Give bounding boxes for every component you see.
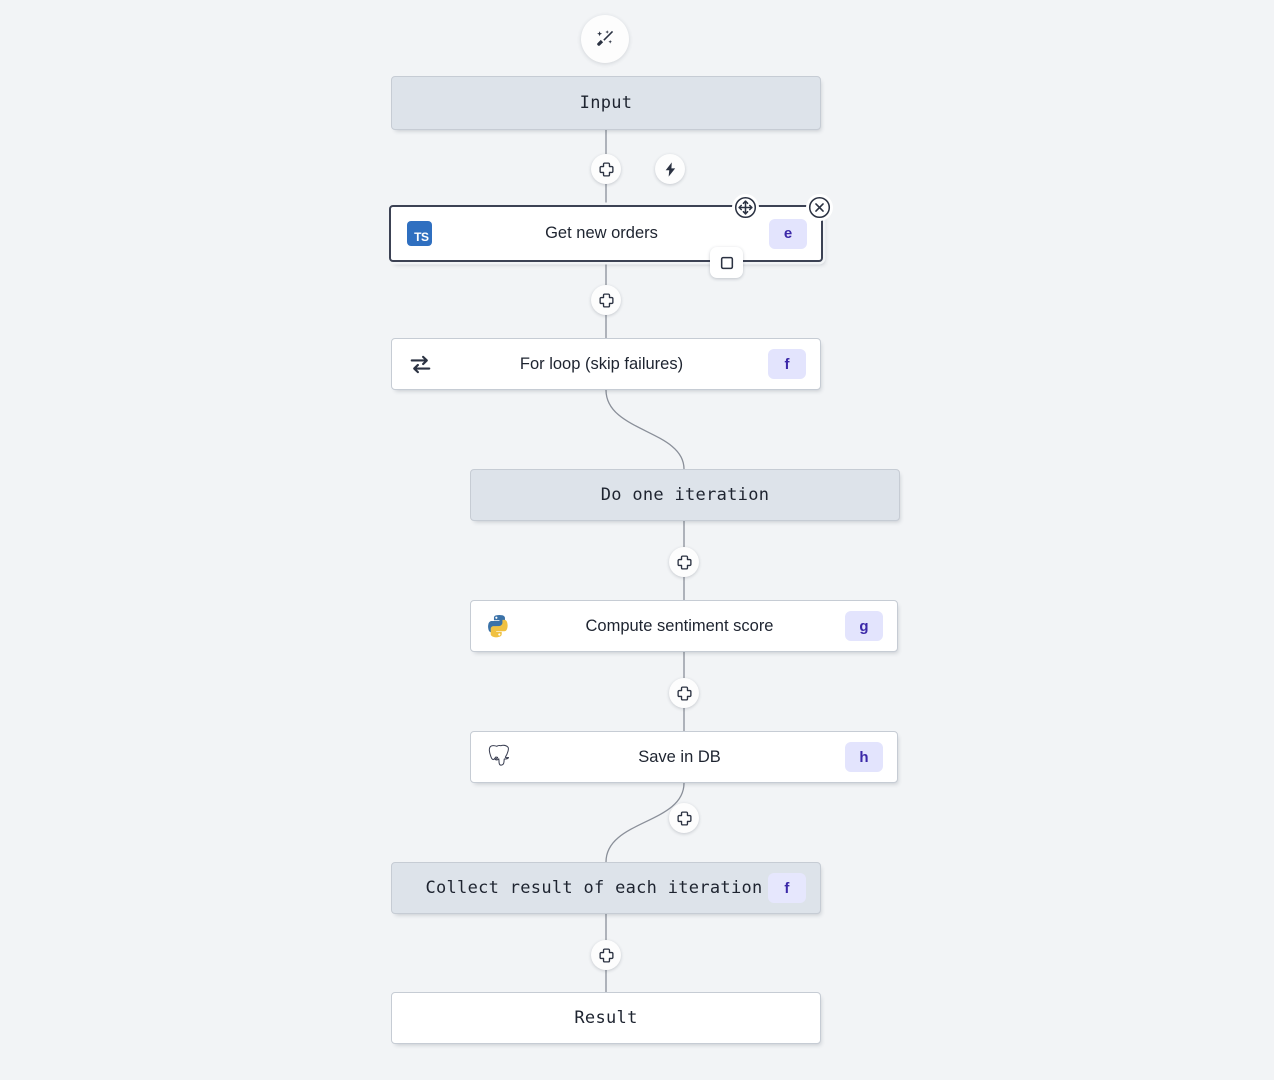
move-handle[interactable] <box>732 194 759 221</box>
node-compute-sentiment-score-label: Compute sentiment score <box>585 616 774 635</box>
add-step-button-after-get-new-orders[interactable] <box>591 285 621 315</box>
add-step-button-after-compute-sentiment-score[interactable] <box>669 678 699 708</box>
node-get-new-orders-label: Get new orders <box>545 224 658 242</box>
node-do-one-iteration-label: Do one iteration <box>600 485 770 505</box>
plus-icon <box>598 292 614 308</box>
square-icon <box>720 256 733 269</box>
add-step-button-after-collect-result[interactable] <box>591 940 621 970</box>
node-collect-result-badge: f <box>768 873 806 903</box>
add-step-button-after-save-in-db[interactable] <box>669 803 699 833</box>
node-collect-result-label: Collect result of each iteration <box>425 878 763 898</box>
python-icon <box>484 611 514 641</box>
node-get-new-orders[interactable]: TS Get new orders e <box>389 205 823 262</box>
node-for-loop[interactable]: For loop (skip failures) f <box>391 338 821 390</box>
trigger-button[interactable] <box>655 154 685 184</box>
magic-wand-button[interactable] <box>581 15 629 63</box>
node-save-in-db-badge: h <box>845 742 883 772</box>
node-save-in-db-label: Save in DB <box>638 747 721 766</box>
node-input[interactable]: Input <box>391 76 821 130</box>
loop-icon <box>405 349 435 379</box>
plus-icon <box>676 685 692 701</box>
node-result-label: Result <box>574 1008 638 1028</box>
close-button[interactable] <box>806 194 833 221</box>
node-for-loop-label: For loop (skip failures) <box>519 354 684 373</box>
expand-node-button[interactable] <box>710 247 743 278</box>
lightning-icon <box>665 161 675 177</box>
postgresql-icon <box>484 742 514 772</box>
node-input-label: Input <box>579 93 633 113</box>
plus-icon <box>598 161 614 177</box>
node-compute-sentiment-score[interactable]: Compute sentiment score g <box>470 600 898 652</box>
magic-wand-icon <box>597 30 614 46</box>
plus-icon <box>598 947 614 963</box>
node-collect-result[interactable]: Collect result of each iteration f <box>391 862 821 914</box>
node-do-one-iteration[interactable]: Do one iteration <box>470 469 900 521</box>
close-icon <box>808 196 831 219</box>
node-for-loop-badge: f <box>768 349 806 379</box>
typescript-icon: TS <box>404 219 434 249</box>
add-step-button-after-input[interactable] <box>591 154 621 184</box>
plus-icon <box>676 810 692 826</box>
node-save-in-db[interactable]: Save in DB h <box>470 731 898 783</box>
plus-icon <box>676 554 692 570</box>
add-step-button-after-do-one-iteration[interactable] <box>669 547 699 577</box>
node-compute-sentiment-score-badge: g <box>845 611 883 641</box>
move-arrows-icon <box>734 196 757 219</box>
edge-for-loop-to-do-one-iteration <box>605 389 685 470</box>
node-get-new-orders-badge: e <box>769 218 807 249</box>
node-result[interactable]: Result <box>391 992 821 1044</box>
